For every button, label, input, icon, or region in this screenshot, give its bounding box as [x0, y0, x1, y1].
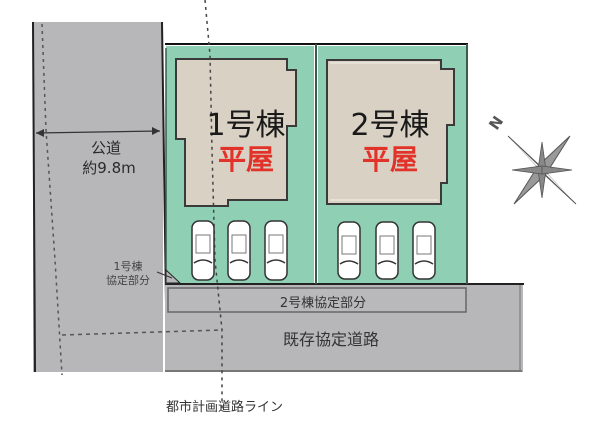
city-plan-line-label: 都市計画道路ライン — [166, 400, 284, 415]
compass-rose-icon — [507, 135, 577, 205]
public-road-area — [33, 22, 163, 372]
lot2-agreement-label: 2号棟協定部分 — [279, 296, 367, 311]
building-2-name: 2号棟 — [350, 108, 430, 143]
existing-road-label: 既存協定道路 — [282, 330, 379, 349]
building-1-name: 1号棟 — [206, 108, 286, 143]
building-1-footprint — [175, 58, 297, 207]
public-road-width: 約9.8m — [82, 159, 136, 177]
lot2-agreement-strip — [167, 287, 467, 313]
building-2-footprint — [326, 59, 455, 205]
lot1-agreement-label-line1: 1号棟 — [113, 260, 143, 273]
public-road-label: 公道 — [90, 139, 121, 157]
width-dimension-arrow — [35, 130, 161, 134]
building-2-type: 平屋 — [361, 143, 418, 176]
building-1-type: 平屋 — [217, 143, 274, 176]
lot1-agreement-label-line2: 協定部分 — [106, 274, 150, 287]
parking-cars — [191, 220, 436, 281]
